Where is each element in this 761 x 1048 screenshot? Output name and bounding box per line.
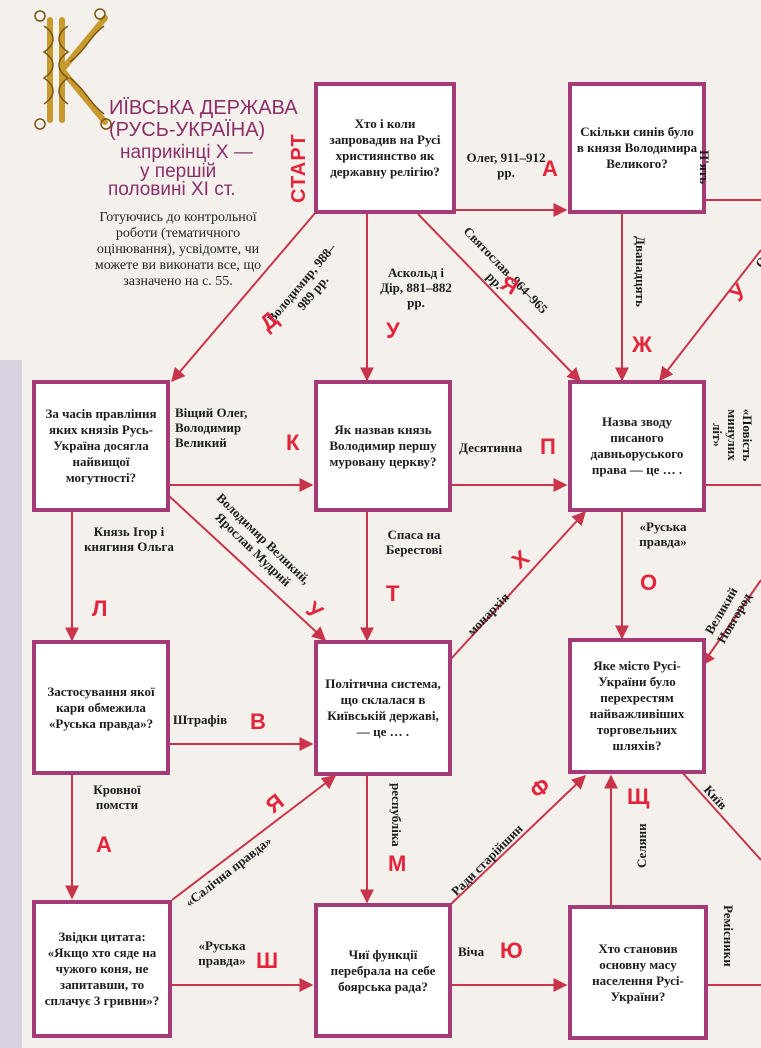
letter-sh: Ш: [256, 950, 278, 972]
ornament-initial-k-icon: [33, 8, 113, 129]
letter-p: П: [540, 436, 556, 458]
answer-igor: Князь Ігор і княгиня Ольга: [84, 524, 174, 554]
letter-v: В: [250, 711, 266, 733]
answer-piat: П'ять: [697, 150, 712, 184]
question-box-8: Яке місто Русі-України було перехрестям …: [568, 638, 706, 774]
question-box-3: За часів правління яких князів Русь-Укра…: [32, 380, 170, 512]
answer-ruska-pravda: «Руська правда»: [620, 519, 706, 549]
letter-t: Т: [386, 583, 399, 605]
question-box-6: Застосування якої кари обмежила «Руська …: [32, 640, 170, 775]
letter-yu: Ю: [500, 940, 523, 962]
answer-vicha: Віча: [458, 944, 484, 959]
question-box-5: Назва зводу писаного давньоруського прав…: [568, 380, 706, 512]
answer-desiatynna: Десятинна: [459, 440, 522, 455]
answer-ruska-pravda-2: «Руська правда»: [177, 938, 267, 968]
letter-zh: Ж: [632, 334, 652, 356]
question-box-2: Скільки синів було в князя Володимира Ве…: [568, 82, 706, 214]
question-box-4: Як назвав князь Володимир першу муровану…: [314, 380, 452, 512]
question-box-7: Політична система, що склалася в Київськ…: [314, 640, 452, 776]
question-box-9: Звідки цитата: «Якщо хто сяде на чужого …: [32, 900, 172, 1038]
answer-povist: «Повість минулих літ»: [710, 405, 755, 465]
arrow-q9-q7: [172, 776, 335, 900]
letter-a-1: А: [542, 158, 558, 180]
answer-oleg: Олег, 911–912 рр.: [458, 150, 554, 180]
start-label: СТАРТ: [288, 133, 311, 203]
answer-shtrafiv: Штрафів: [173, 712, 227, 727]
letter-m: М: [388, 853, 406, 875]
question-box-11: Хто становив основну масу населення Русі…: [568, 905, 708, 1040]
answer-respublika: республіка: [389, 783, 404, 847]
answer-veshchyi: Віщий Олег, Володимир Великий: [175, 405, 285, 450]
question-box-1: Хто і коли запровадив на Русі християнст…: [314, 82, 456, 214]
title-line-2: (РУСЬ-УКРАЇНА): [109, 120, 265, 140]
title-line-3: наприкінці X —: [120, 143, 253, 163]
question-box-10: Чиї функції перебрала на себе боярська р…: [314, 903, 452, 1038]
arrow-right-q5: [660, 250, 761, 380]
answer-krovnoi: Кровної помсти: [80, 782, 154, 812]
answer-remisnyky: Ремісники: [721, 905, 736, 967]
letter-o: О: [640, 572, 657, 594]
title-line-5: половині XI ст.: [108, 180, 236, 200]
letter-shch: Щ: [627, 786, 649, 808]
answer-spasa: Спаса на Берестові: [373, 527, 455, 557]
letter-u-1: У: [386, 320, 400, 342]
answer-dvanadtsiat: Дванадцять: [633, 236, 648, 307]
letter-a-2: А: [96, 834, 112, 856]
letter-k: К: [286, 432, 299, 454]
title-line-1: ИЇВСЬКА ДЕРЖАВА: [109, 98, 298, 118]
arrow-q7-q5: [450, 512, 585, 660]
letter-l: Л: [92, 598, 107, 620]
arrow-q8-right: [680, 770, 761, 860]
answer-askold: Аскольд і Дір, 881–882 рр.: [380, 265, 452, 310]
answer-seliany: Селяни: [634, 823, 649, 868]
intro-text: Готуючись до контрольної роботи (тематич…: [78, 210, 278, 290]
